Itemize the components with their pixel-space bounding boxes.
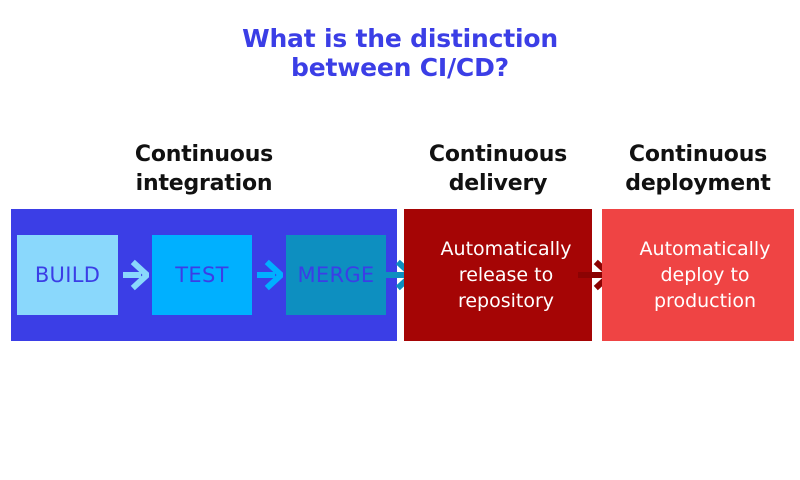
panel-deployment-line-2: deploy to	[660, 264, 750, 286]
stage-merge: MERGE	[286, 235, 386, 315]
heading-delivery-line-2: delivery	[448, 171, 548, 196]
stage-merge-label: MERGE	[297, 263, 375, 287]
panel-continuous-integration: BUILD TEST MERGE	[11, 209, 397, 341]
panel-delivery-line-2: release to	[458, 264, 554, 286]
panel-deployment-text: Automatically deploy to production	[602, 209, 794, 341]
heading-continuous-delivery: Continuous delivery	[404, 140, 592, 198]
column-headings: Continuous integration Continuous delive…	[0, 140, 800, 200]
page-title: What is the distinction between CI/CD?	[0, 24, 800, 82]
panel-deployment-line-3: production	[653, 290, 757, 312]
stage-build: BUILD	[17, 235, 118, 315]
heading-ci-line-2: integration	[135, 171, 273, 196]
heading-continuous-deployment: Continuous deployment	[602, 140, 794, 198]
panel-delivery-line-1: Automatically	[440, 238, 572, 260]
panel-deployment-line-1: Automatically	[639, 238, 771, 260]
page-title-line-2: between CI/CD?	[291, 53, 509, 82]
panel-continuous-delivery: Automatically release to repository	[404, 209, 592, 341]
heading-deployment-line-2: deployment	[625, 171, 771, 196]
heading-continuous-integration: Continuous integration	[11, 140, 397, 198]
heading-ci-line-1: Continuous	[134, 142, 274, 167]
stage-test-label: TEST	[175, 263, 229, 287]
panel-delivery-line-3: repository	[457, 290, 555, 312]
panel-continuous-deployment: Automatically deploy to production	[602, 209, 794, 341]
arrow-build-to-test-icon	[123, 255, 149, 295]
heading-deployment-line-1: Continuous	[628, 142, 768, 167]
heading-delivery-line-1: Continuous	[428, 142, 568, 167]
page-title-line-1: What is the distinction	[242, 24, 558, 53]
stage-test: TEST	[152, 235, 252, 315]
panel-delivery-text: Automatically release to repository	[404, 209, 592, 341]
stage-build-label: BUILD	[34, 263, 101, 287]
arrow-test-to-merge-icon	[257, 255, 283, 295]
